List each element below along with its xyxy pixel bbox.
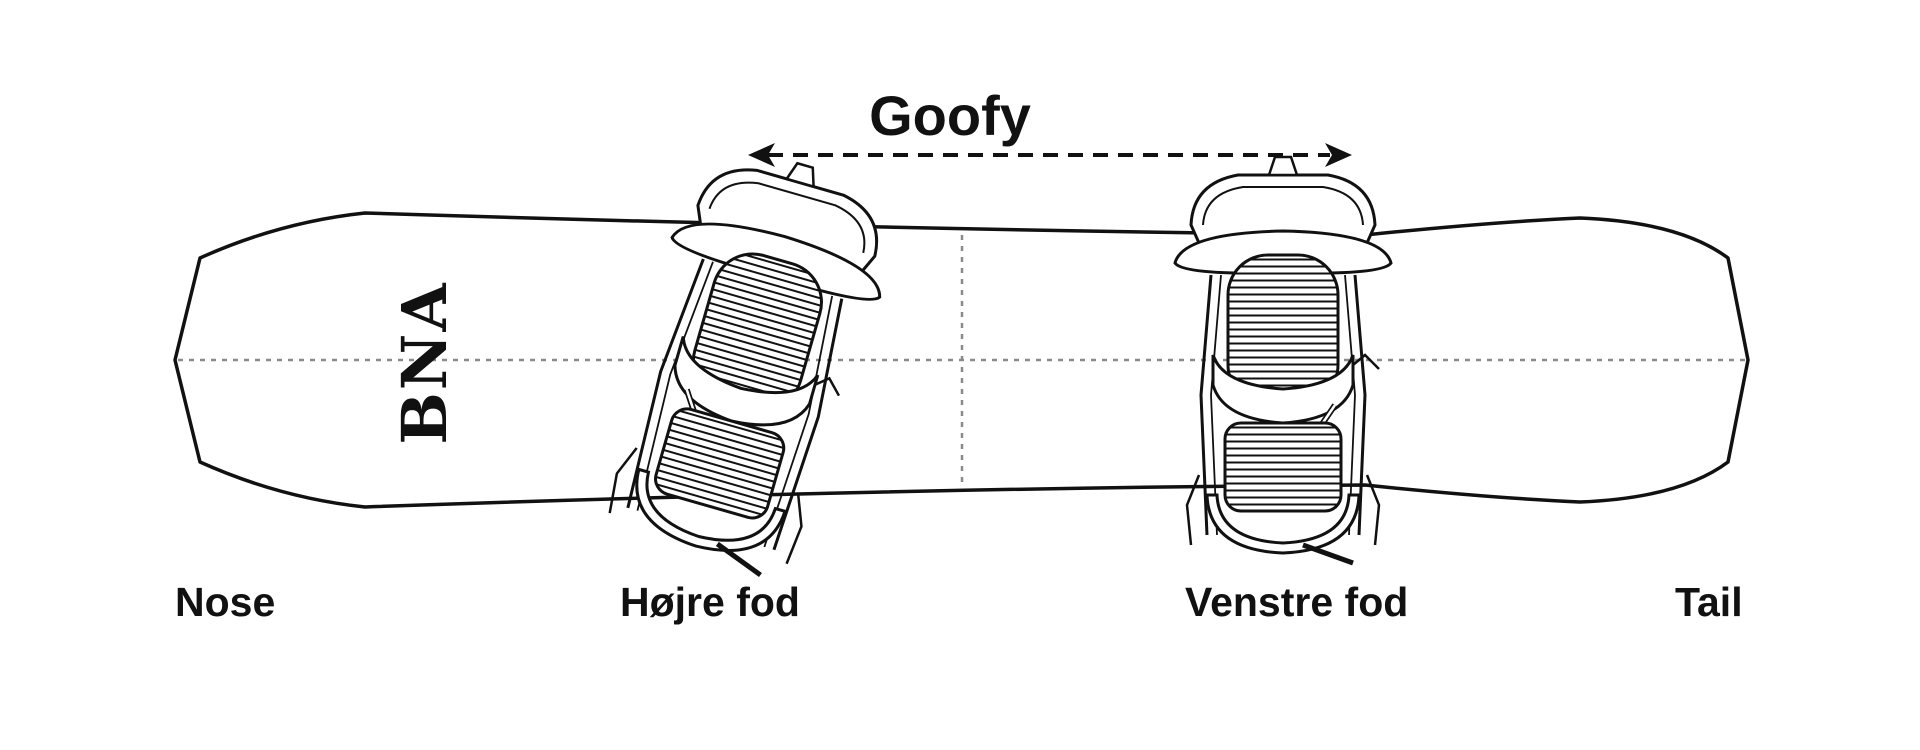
- nose-label: Nose: [175, 579, 276, 625]
- right-foot-binding-icon: [608, 161, 882, 578]
- left-foot-binding-icon: [1173, 155, 1393, 566]
- tail-label: Tail: [1675, 579, 1743, 625]
- left-foot-label: Venstre fod: [1185, 579, 1409, 625]
- stance-title: Goofy: [869, 84, 1031, 147]
- double-headed-dashed-arrow-icon: [748, 143, 1352, 167]
- right-foot-label: Højre fod: [620, 579, 800, 625]
- board-logo: BNA: [388, 281, 461, 444]
